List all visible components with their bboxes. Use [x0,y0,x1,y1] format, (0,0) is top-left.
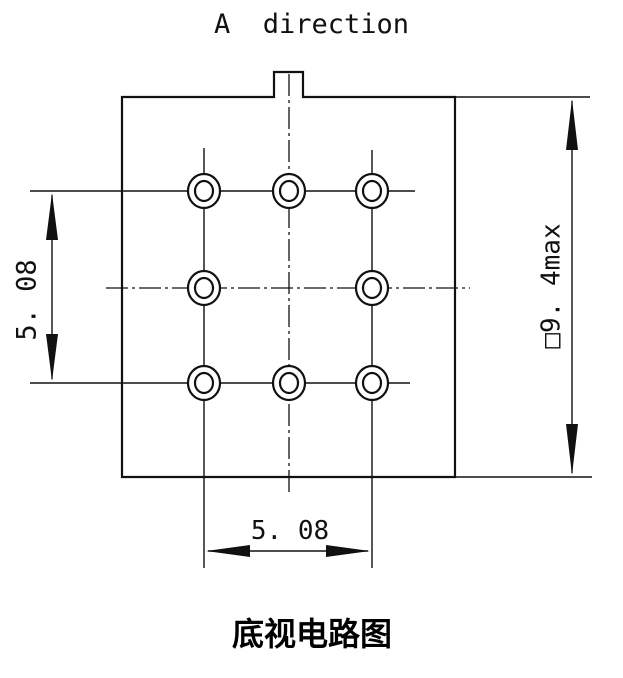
pin [354,364,390,402]
vertical-pitch-dimension: 5. 08 [12,193,58,381]
arrow-left-icon [206,545,250,557]
pin [354,172,390,210]
horizontal-pitch-label: 5. 08 [251,516,329,546]
body-size-label: □9. 4max [537,223,567,348]
pin [271,364,307,402]
pin [354,269,390,307]
vertical-pitch-label: 5. 08 [12,259,43,340]
direction-label: A direction [214,9,409,40]
horizontal-pitch-dimension: 5. 08 [206,516,370,557]
pin [186,269,222,307]
pins [186,172,390,402]
body-size-dimension: □9. 4max [537,99,578,475]
diagram-title: 底视电路图 [232,615,392,653]
relay-body-outline [120,70,457,479]
arrow-down-icon [566,424,578,475]
extension-lines [30,96,592,568]
arrow-up-icon [46,193,58,240]
pin [186,172,222,210]
pin [271,172,307,210]
pin [186,364,222,402]
arrow-up-icon [566,99,578,150]
arrow-right-icon [326,545,370,557]
arrow-down-icon [46,334,58,381]
